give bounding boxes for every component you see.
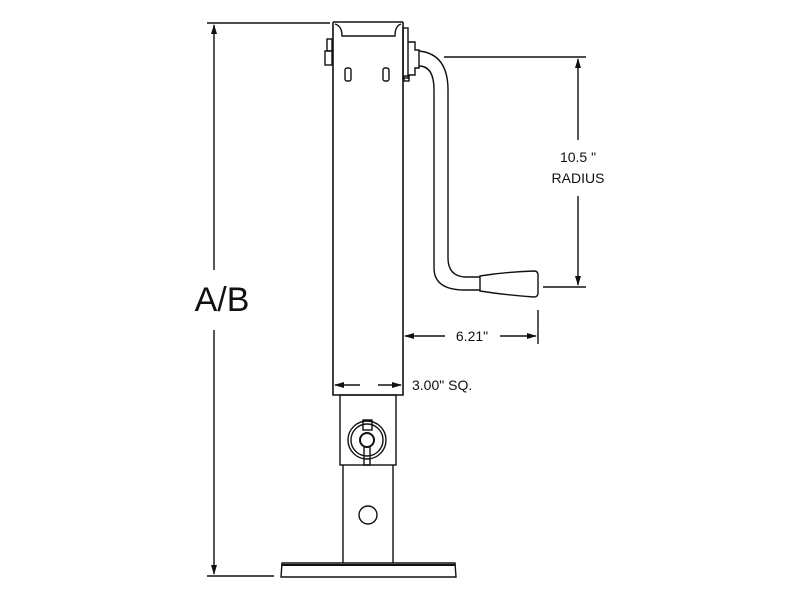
pin-ring-inner (350, 423, 384, 457)
inner-tube (342, 465, 394, 563)
overall-height-dimension (207, 22, 330, 577)
radius-value-label: 10.5 " (560, 149, 596, 165)
radius-text-label: RADIUS (552, 170, 605, 186)
handle-knob (479, 270, 539, 298)
foot-plate (280, 562, 457, 578)
crank-handle (418, 50, 539, 298)
offset-label: 6.21" (456, 328, 488, 344)
pin-head (359, 432, 375, 448)
collar-with-pin (339, 394, 397, 466)
inner-tube-hole (358, 505, 378, 525)
slot-right (382, 67, 390, 82)
pin-ring-outer (347, 420, 387, 460)
slot-left (344, 67, 352, 82)
radius-dimension (444, 56, 586, 288)
outer-tube (324, 21, 420, 396)
overall-height-label: A/B (195, 281, 250, 319)
offset-dimension (404, 310, 539, 344)
tube-size-label: 3.00" SQ. (412, 377, 472, 393)
